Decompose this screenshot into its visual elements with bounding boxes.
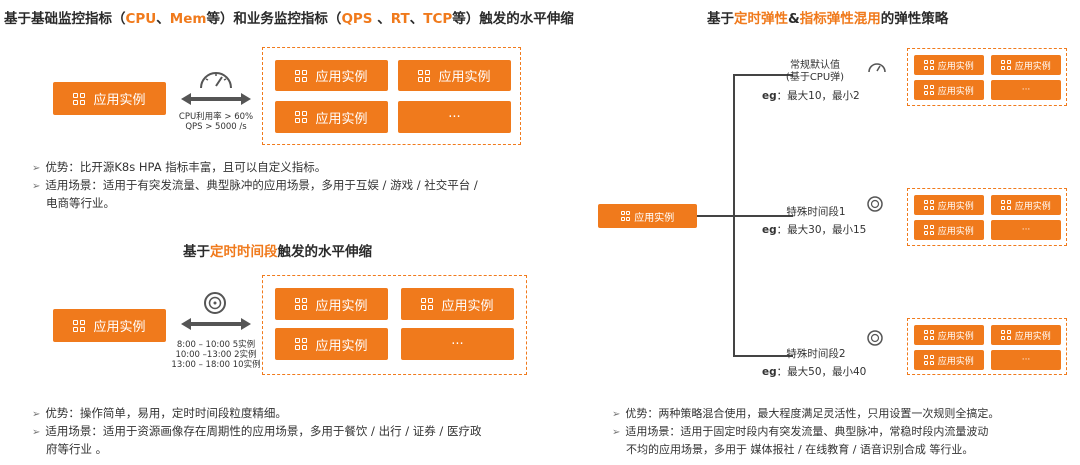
app-instance: 应用实例 [275,288,388,320]
app-instance: 应用实例 [991,325,1061,345]
app-instance: 应用实例 [275,101,388,133]
app-grid-icon [418,69,431,82]
app-instance: 应用实例 [991,55,1061,75]
instance-pool-default [907,48,1067,106]
connector [733,215,793,217]
app-instance: 应用实例 [401,288,514,320]
group-period1-label: 特殊时间段1 [786,206,846,218]
bullets-schedule: ➢优势：操作简单，易用，定时时间段粒度精细。 ➢适用场景：适用于资源画像存在周期… [32,406,482,456]
connector [733,355,793,357]
double-arrow-icon [181,93,251,105]
ellipsis-box: ··· [398,101,511,133]
app-instance: 应用实例 [914,350,984,370]
app-instance: 应用实例 [991,195,1061,215]
app-grid-icon [924,330,934,340]
app-instance: 应用实例 [275,328,388,360]
app-grid-icon [295,111,308,123]
app-grid-icon [924,85,934,95]
app-instance: 应用实例 [914,220,984,240]
group-period2-eg: eg：最大50，最小40 [762,366,867,378]
speedometer-icon [868,63,886,73]
metric-conditions: CPU利用率 > 60% QPS > 5000 /s [178,112,254,132]
group-period1-eg: eg：最大30，最小15 [762,224,867,236]
title-hybrid-scaling: 基于定时弹性&指标弹性混用的弹性策略 [707,11,949,27]
app-grid-icon [295,298,308,310]
app-grid-icon [295,338,308,350]
clock-icon [867,330,883,346]
app-grid-icon [73,319,86,332]
double-arrow-icon [181,318,251,330]
app-instance: 应用实例 [914,55,984,75]
instance-pool-period1 [907,188,1067,246]
app-instance-source: 应用实例 [53,82,166,115]
app-instance-source: 应用实例 [598,204,697,228]
group-default-eg: eg：最大10，最小2 [762,90,860,102]
app-instance: 应用实例 [275,60,388,91]
ellipsis-box: ··· [991,80,1061,100]
title-schedule-scaling: 基于定时时间段触发的水平伸缩 [183,244,372,260]
app-grid-icon [924,60,934,70]
app-instance: 应用实例 [914,325,984,345]
group-default-label: 常规默认值 (基于CPU弹) [785,60,845,83]
app-grid-icon [924,200,934,210]
app-instance: 应用实例 [914,80,984,100]
connector [733,74,793,76]
instance-pool-2 [262,275,527,375]
title-metric-scaling: 基于基础监控指标（CPU、Mem等）和业务监控指标（QPS 、RT、TCP等）触… [4,11,574,27]
app-grid-icon [73,92,86,105]
connector [697,215,733,217]
app-instance-source: 应用实例 [53,309,166,342]
instance-pool-1 [262,47,521,145]
app-grid-icon [924,225,934,235]
app-grid-icon [295,69,308,82]
speedometer-icon [200,72,232,89]
app-grid-icon [421,298,434,310]
bullets-hybrid: ➢优势：两种策略混合使用，最大程度满足灵活性，只用设置一次规则全搞定。 ➢适用场… [612,407,1000,456]
app-grid-icon [924,355,934,365]
clock-icon [867,196,883,212]
schedule-list: 8:00 – 10:00 5实例 10:00 –13:00 2实例 13:00 … [171,340,261,370]
ellipsis-box: ··· [991,350,1061,370]
group-period2-label: 特殊时间段2 [786,348,846,360]
clock-icon [204,292,226,314]
ellipsis-box: ··· [401,328,514,360]
bullets-metric: ➢优势：比开源K8s HPA 指标丰富，且可以自定义指标。 ➢适用场景：适用于有… [32,160,478,210]
app-instance: 应用实例 [914,195,984,215]
app-grid-icon [1001,60,1011,70]
app-grid-icon [1001,200,1011,210]
ellipsis-box: ··· [991,220,1061,240]
app-grid-icon [1001,330,1011,340]
app-instance-label: 应用实例 [93,93,146,108]
instance-pool-period2 [907,318,1067,375]
app-instance: 应用实例 [398,60,511,91]
app-grid-icon [620,211,631,221]
